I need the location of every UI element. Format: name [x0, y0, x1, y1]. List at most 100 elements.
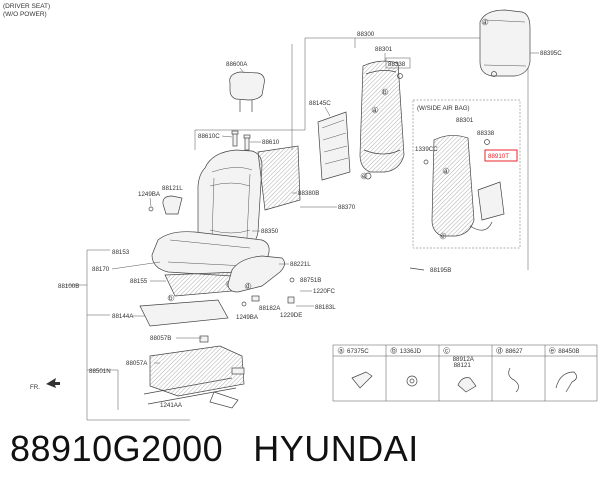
marker-d-text: d — [246, 283, 250, 290]
marker-a2-text: a — [483, 19, 487, 26]
airbag-bolt-icon — [423, 159, 429, 165]
legend-clip-88912A-icon — [457, 377, 477, 393]
clip-88338-icon — [397, 73, 403, 79]
back-pad — [257, 145, 301, 211]
marker-e-text: e — [362, 173, 366, 180]
callout-88380B: 88380B — [298, 190, 319, 197]
callout-88183L: 88183L — [315, 304, 336, 311]
callout-88057A: 88057A — [126, 360, 148, 367]
bolt-88195B — [409, 267, 425, 271]
legend-wire-88627-icon — [508, 367, 519, 393]
seat-pan — [139, 299, 229, 327]
side-cover — [227, 255, 285, 293]
callout-88182A: 88182A — [259, 305, 281, 312]
callout-88610C: 88610C — [198, 133, 220, 140]
callout-88338: 88338 — [388, 61, 406, 68]
footer-caption: 88910G2000 HYUNDAI — [10, 428, 419, 470]
legend-marker-c — [443, 347, 450, 354]
callout-88300: 88300 — [357, 31, 375, 38]
marker-e — [360, 172, 368, 180]
seat-back-cover — [197, 149, 263, 249]
legend-marker-a — [337, 347, 345, 354]
legend-hook-88450B-icon — [555, 371, 577, 393]
headrest-guides — [231, 130, 251, 151]
airbag-clip-icon — [484, 139, 490, 145]
callout-88145C: 88145C — [309, 100, 331, 107]
recliner-cover — [162, 195, 183, 215]
airbag-1339CC: 1339CC — [415, 146, 438, 153]
legend-letter-a: a — [339, 348, 343, 355]
marker-b — [381, 88, 389, 96]
callout-1249BA-a: 1249BA — [138, 191, 161, 198]
back-frame — [359, 60, 405, 180]
airbag-88338: 88338 — [477, 130, 495, 137]
marker-a-2 — [481, 18, 489, 26]
callout-88221L: 88221L — [290, 261, 311, 268]
bolt-1249BA-b-icon — [241, 301, 247, 307]
part-number: 88910G2000 — [10, 428, 224, 469]
marker-b-cushion — [167, 294, 175, 302]
callout-88301: 88301 — [375, 46, 393, 53]
callout-88144A: 88144A — [112, 313, 134, 320]
headrest — [229, 71, 265, 112]
legend-grommet-inner — [409, 378, 415, 384]
callout-88170: 88170 — [92, 266, 110, 273]
callout-88153: 88153 — [112, 249, 130, 256]
airbag-frame — [431, 135, 505, 237]
bolt-1249BA-icon — [148, 206, 154, 212]
legend-code-e: 88450B — [558, 348, 579, 355]
callout-1229DE: 1229DE — [280, 312, 302, 319]
knob-88751B-icon — [289, 277, 295, 283]
legend-marker-b — [390, 347, 398, 354]
legend-grommet-1336JD-icon — [406, 375, 418, 387]
legend-code-d: 88627 — [505, 348, 523, 355]
marker-a-airbag — [442, 167, 450, 175]
cap-88182A-icon — [251, 295, 260, 302]
brand-name: HYUNDAI — [253, 428, 419, 469]
legend-code-a: 67375C — [347, 348, 369, 355]
marker-e-airbag — [439, 232, 447, 240]
callout-88121L: 88121L — [162, 185, 183, 192]
marker-a — [371, 106, 379, 114]
header-line1: (DRIVER SEAT) — [3, 3, 50, 10]
marker-a-text: a — [373, 107, 377, 114]
marker-a-airbag-text: a — [444, 168, 448, 175]
front-arrow-icon — [46, 378, 60, 388]
front-indicator: FR. — [30, 384, 40, 391]
callout-88600A: 88600A — [226, 61, 248, 68]
callout-1220FC: 1220FC — [313, 288, 336, 295]
legend-letter-c: c — [445, 348, 448, 355]
callout-88155: 88155 — [130, 278, 148, 285]
legend-table — [332, 344, 598, 402]
back-board — [317, 111, 351, 181]
callout-88501N: 88501N — [89, 368, 111, 375]
callout-1241AA: 1241AA — [160, 402, 183, 409]
marker-d — [244, 282, 252, 290]
callout-88370: 88370 — [338, 204, 356, 211]
airbag-title: (W/SIDE AIR BAG) — [417, 105, 470, 112]
callout-1249BA-b: 1249BA — [236, 314, 259, 321]
callout-88195B: 88195B — [430, 267, 451, 274]
callout-88751B: 88751B — [300, 277, 321, 284]
marker-e-airbag-text: e — [441, 233, 445, 240]
callout-88100B: 88100B — [58, 283, 79, 290]
airbag-88301: 88301 — [456, 117, 474, 124]
callout-88350: 88350 — [261, 228, 279, 235]
callout-88057B: 88057B — [150, 335, 171, 342]
legend-clip-67375C-icon — [351, 371, 373, 389]
legend-letter-d: d — [498, 348, 502, 355]
header-line2: (W/O POWER) — [3, 11, 47, 18]
airbag-88910T: 88910T — [488, 153, 509, 160]
airbag-highlight-box — [484, 149, 518, 162]
seat-track-assembly — [143, 335, 245, 409]
legend-letter-b: b — [392, 348, 396, 355]
legend-marker-d — [496, 347, 503, 354]
callout-88395C: 88395C — [540, 50, 562, 57]
legend-letter-e: e — [551, 348, 555, 355]
legend-code2-c: 88121 — [454, 362, 472, 369]
marker-b-cushion-text: b — [169, 295, 173, 302]
marker-b-text: b — [383, 89, 387, 96]
lever-88183L-icon — [287, 296, 295, 304]
legend-code-c: 88912A — [453, 356, 475, 363]
